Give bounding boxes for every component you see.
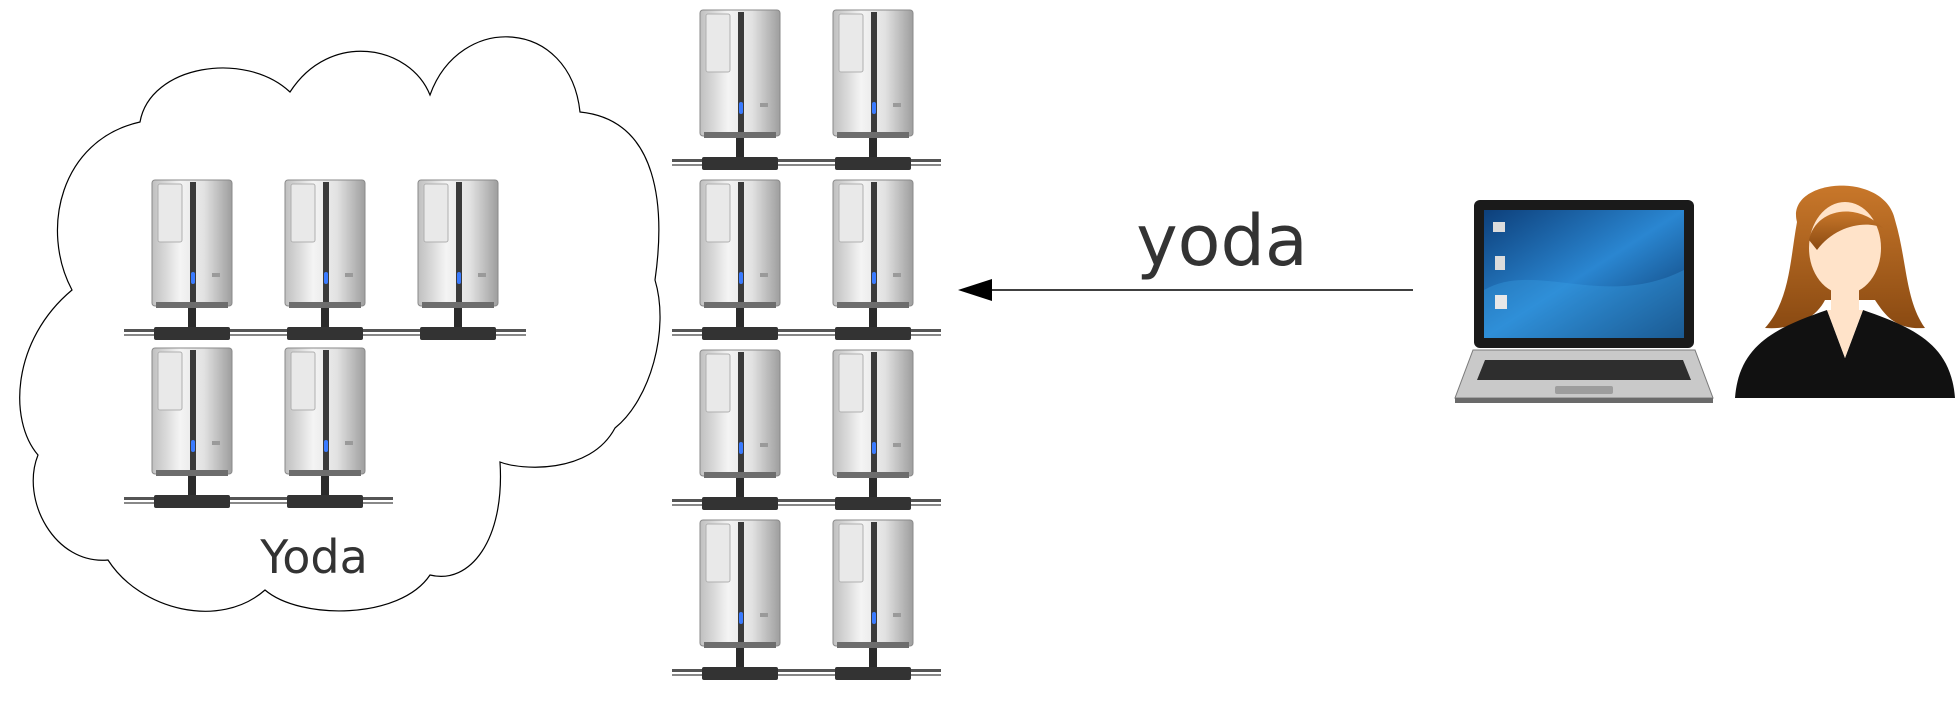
user-avatar-icon: [1735, 185, 1955, 398]
server-tower-icon: [671, 349, 809, 511]
rack-server-group: [671, 9, 942, 681]
request-arrow: [958, 279, 1413, 301]
server-tower-icon: [804, 349, 942, 511]
server-tower-icon: [671, 519, 809, 681]
server-tower-icon: [804, 179, 942, 341]
laptop-icon: [1454, 200, 1714, 403]
server-tower-icon: [671, 9, 809, 171]
server-tower-icon: [671, 179, 809, 341]
arrow-label: yoda: [1136, 200, 1308, 282]
server-tower-icon: [804, 9, 942, 171]
cloud-outline: [19, 36, 661, 612]
cloud-label: Yoda: [259, 530, 368, 584]
server-tower-icon: [804, 519, 942, 681]
